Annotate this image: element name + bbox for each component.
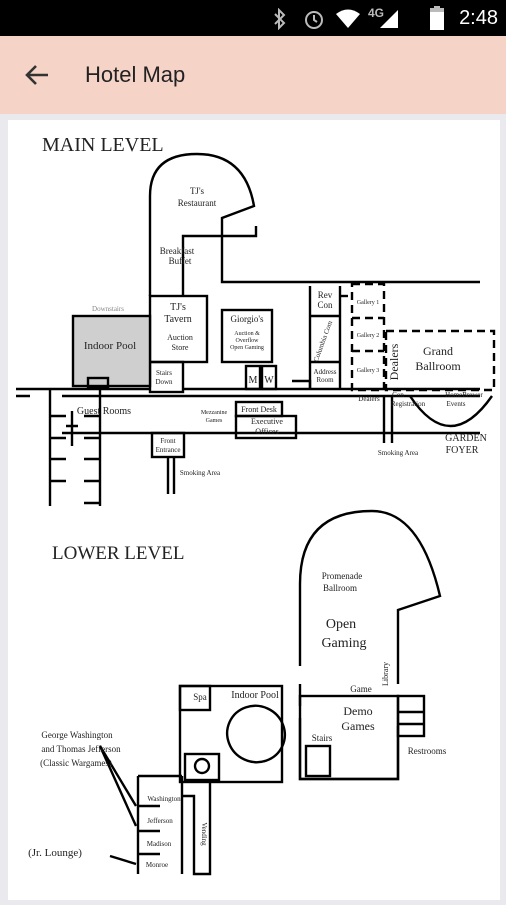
lower-level-heading: LOWER LEVEL bbox=[52, 543, 184, 564]
label-homebrew-2: Events bbox=[446, 400, 465, 408]
label-downstairs: Downstairs bbox=[92, 305, 124, 313]
label-front-entrance-2: Entrance bbox=[156, 446, 181, 454]
label-con-registration-2: Registration bbox=[391, 400, 426, 408]
label-rev-con-2: Con bbox=[317, 300, 333, 310]
label-w: W bbox=[264, 375, 274, 386]
label-homebrew-1: HomeBrewer bbox=[445, 391, 483, 399]
label-stairs-down-2: Down bbox=[155, 378, 173, 386]
status-bar: 4G 2:48 bbox=[0, 0, 506, 36]
label-giorgios: Giorgio's bbox=[231, 314, 264, 324]
label-library: Library bbox=[381, 662, 390, 686]
label-dealers: Dealers bbox=[358, 395, 380, 403]
label-open-gaming-1: Open bbox=[326, 617, 356, 632]
label-promenade-1: Promenade bbox=[322, 571, 363, 581]
label-tjs-tavern-2: Tavern bbox=[164, 314, 192, 325]
label-gw-1: George Washington bbox=[41, 730, 113, 740]
label-gw-2: and Thomas Jefferson bbox=[41, 744, 121, 754]
label-garden-foyer-2: FOYER bbox=[446, 445, 479, 456]
label-tjs-restaurant-2: Restaurant bbox=[178, 198, 217, 208]
label-stairs-down-1: Stairs bbox=[156, 369, 172, 377]
label-columbia: Columbia Com bbox=[312, 319, 334, 363]
label-indoor-pool: Indoor Pool bbox=[84, 340, 136, 352]
app-bar: Hotel Map bbox=[0, 36, 506, 114]
alarm-icon bbox=[305, 11, 323, 29]
label-grand-ballroom-1: Grand bbox=[423, 344, 453, 358]
label-monroe: Monroe bbox=[146, 861, 168, 869]
label-smoking-area-2: Smoking Area bbox=[378, 449, 419, 457]
bluetooth-icon bbox=[274, 8, 286, 30]
label-demo-games-2: Games bbox=[341, 719, 375, 733]
label-guest-rooms: Guest Rooms bbox=[77, 406, 131, 417]
label-rev-con-1: Rev bbox=[318, 290, 333, 300]
page-title: Hotel Map bbox=[85, 62, 186, 87]
label-auction-1: Auction bbox=[167, 333, 193, 342]
label-address-room-1: Address bbox=[314, 368, 337, 376]
label-garden-foyer-1: GARDEN bbox=[445, 433, 487, 444]
label-giorgios-sub-3: Open Gaming bbox=[230, 345, 264, 351]
label-auction-2: Store bbox=[172, 343, 189, 352]
label-tjs-restaurant-1: TJ's bbox=[190, 186, 205, 196]
main-level-heading: MAIN LEVEL bbox=[42, 134, 164, 156]
label-stairs: Stairs bbox=[312, 733, 333, 743]
wifi-icon bbox=[336, 9, 360, 28]
label-giorgios-sub-1: Auction & bbox=[234, 331, 260, 337]
label-front-entrance-1: Front bbox=[160, 437, 175, 445]
label-spa: Spa bbox=[193, 692, 207, 702]
label-breakfast-2: Buffet bbox=[169, 256, 192, 266]
label-mezzanine-2: Games bbox=[206, 418, 223, 424]
label-con-registration-1: Con bbox=[392, 391, 404, 399]
label-gallery-2: Gallery 2 bbox=[357, 333, 380, 339]
label-jr-lounge: (Jr. Lounge) bbox=[28, 847, 82, 859]
label-grand-ballroom-2: Ballroom bbox=[415, 359, 461, 373]
label-promenade-2: Ballroom bbox=[323, 583, 357, 593]
label-executive-2: Offices bbox=[255, 427, 278, 436]
label-open-gaming-2: Gaming bbox=[321, 636, 366, 651]
label-madison: Madison bbox=[147, 840, 172, 848]
label-executive-1: Executive bbox=[251, 417, 283, 426]
label-front-desk: Front Desk bbox=[241, 405, 277, 414]
label-demo-games-1: Demo bbox=[343, 704, 372, 718]
label-vending: Vending bbox=[200, 822, 208, 846]
battery-icon bbox=[430, 6, 444, 30]
hotel-map-image[interactable]: MAIN LEVEL TJ's Restaurant Breakfast Buf… bbox=[8, 120, 500, 900]
label-giorgios-sub-2: Overflow bbox=[236, 337, 260, 344]
back-arrow-icon[interactable] bbox=[22, 60, 52, 90]
clock: 2:48 bbox=[459, 7, 498, 29]
label-gallery-3: Gallery 3 bbox=[357, 368, 380, 374]
label-gw-3: (Classic Wargames) bbox=[40, 758, 112, 768]
label-smoking-area-1: Smoking Area bbox=[180, 469, 221, 477]
label-washington: Washington bbox=[147, 795, 181, 803]
map-content: MAIN LEVEL TJ's Restaurant Breakfast Buf… bbox=[0, 114, 506, 900]
signal-icon bbox=[380, 10, 398, 28]
label-jefferson: Jefferson bbox=[147, 817, 173, 825]
network-type: 4G bbox=[368, 6, 385, 20]
label-address-room-2: Room bbox=[316, 376, 334, 384]
label-restrooms: Restrooms bbox=[408, 746, 447, 756]
label-mezzanine-1: Mezzanine bbox=[201, 410, 228, 416]
label-breakfast-1: Breakfast bbox=[160, 246, 195, 256]
label-gallery-1: Gallery 1 bbox=[357, 300, 380, 306]
label-indoor-pool-lower: Indoor Pool bbox=[231, 690, 279, 701]
label-m: M bbox=[249, 375, 258, 386]
label-tjs-tavern-1: TJ's bbox=[170, 302, 186, 313]
hotel-map-svg: MAIN LEVEL TJ's Restaurant Breakfast Buf… bbox=[16, 134, 496, 876]
label-dealers-vertical: Dealers bbox=[387, 343, 401, 380]
label-game: Game bbox=[350, 684, 372, 694]
